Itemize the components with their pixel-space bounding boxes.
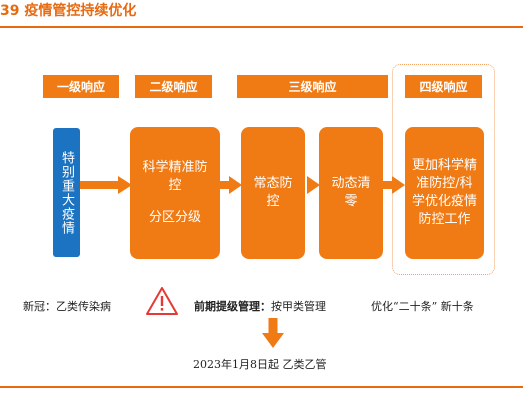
optimized-control-text: 更加科学精准防控/科学优化疫情防控工作	[411, 158, 477, 227]
dynamic-zero-text: 动态清零	[331, 176, 371, 209]
arrow-right-icon	[383, 176, 405, 194]
special-epidemic-text: 特别重大疫情	[59, 150, 74, 235]
optimized-control-box: 更加科学精准防控/科学优化疫情防控工作	[405, 127, 484, 259]
upgraded-management-text: 前期提级管理：按甲类管理	[194, 298, 326, 314]
footer-rule	[0, 386, 523, 388]
precise-control-box: 科学精准防控 分区分级	[130, 127, 220, 259]
covid-class-b-text: 新冠：乙类传染病	[23, 300, 111, 313]
arrow-right-icon	[80, 176, 132, 194]
normalized-control-text: 常态防控	[253, 176, 293, 209]
level-3-label: 三级响应	[237, 75, 388, 98]
special-epidemic-box: 特别重大疫情	[53, 128, 80, 257]
level-2-label: 二级响应	[135, 75, 212, 98]
arrow-right-icon	[220, 176, 242, 194]
level-1-label: 一级响应	[43, 75, 119, 98]
normalized-control-box: 常态防控	[241, 127, 305, 259]
precise-control-text: 科学精准防控	[142, 160, 208, 193]
class-a-management-text: 按甲类管理	[271, 300, 326, 313]
level-4-dashed-frame	[392, 64, 495, 275]
optimization-measures-text: 优化“二十条” 新十条	[371, 300, 474, 313]
page-title: 39 疫情管控持续优化	[0, 3, 137, 19]
arrow-down-icon	[262, 318, 284, 348]
warning-icon	[146, 287, 178, 315]
level-4-label: 四级响应	[405, 75, 482, 98]
upgraded-management-label: 前期提级管理：	[194, 300, 271, 313]
arrow-right-icon	[307, 176, 320, 194]
header-rule	[0, 26, 523, 28]
dynamic-zero-box: 动态清零	[319, 127, 383, 259]
zoning-text: 分区分级	[148, 210, 201, 225]
class-b-management-date-text: 2023年1月8日起 乙类乙管	[193, 358, 327, 371]
